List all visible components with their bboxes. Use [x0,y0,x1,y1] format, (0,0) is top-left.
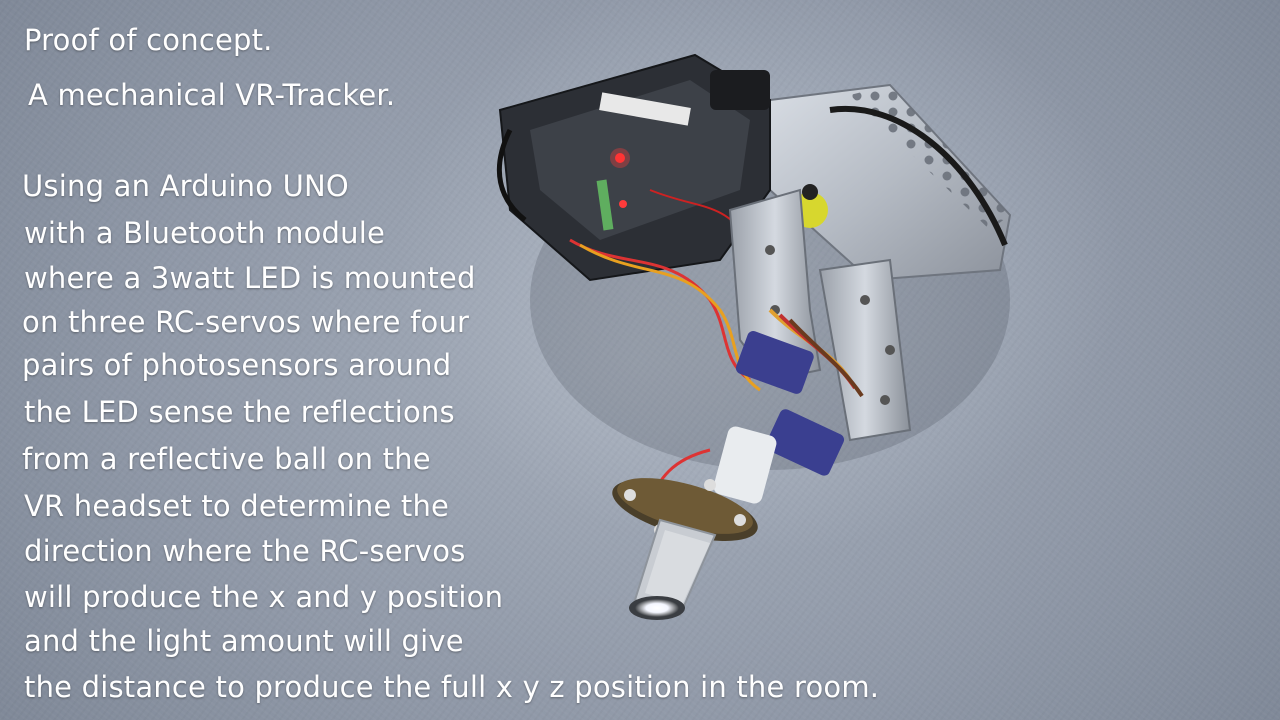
description-line-9: direction where the RC-servos [24,534,466,568]
description-line-11: and the light amount will give [24,624,464,658]
description-line-10: will produce the x and y position [24,580,504,614]
description-line-4: on three RC-servos where four [22,305,470,339]
description-line-6: the LED sense the reflections [24,395,455,429]
description-line-3: where a 3watt LED is mounted [24,261,476,295]
title-line-1: Proof of concept. [24,23,273,57]
description-line-5: pairs of photosensors around [22,348,452,382]
description-line-2: with a Bluetooth module [24,216,386,250]
description-line-12: the distance to produce the full x y z p… [24,670,880,704]
description-line-7: from a reflective ball on the [22,442,431,476]
description-line-1: Using an Arduino UNO [22,169,349,203]
description-line-8: VR headset to determine the [24,489,450,523]
title-line-2: A mechanical VR-Tracker. [28,78,396,112]
vr-tracker-photo [496,53,1012,620]
